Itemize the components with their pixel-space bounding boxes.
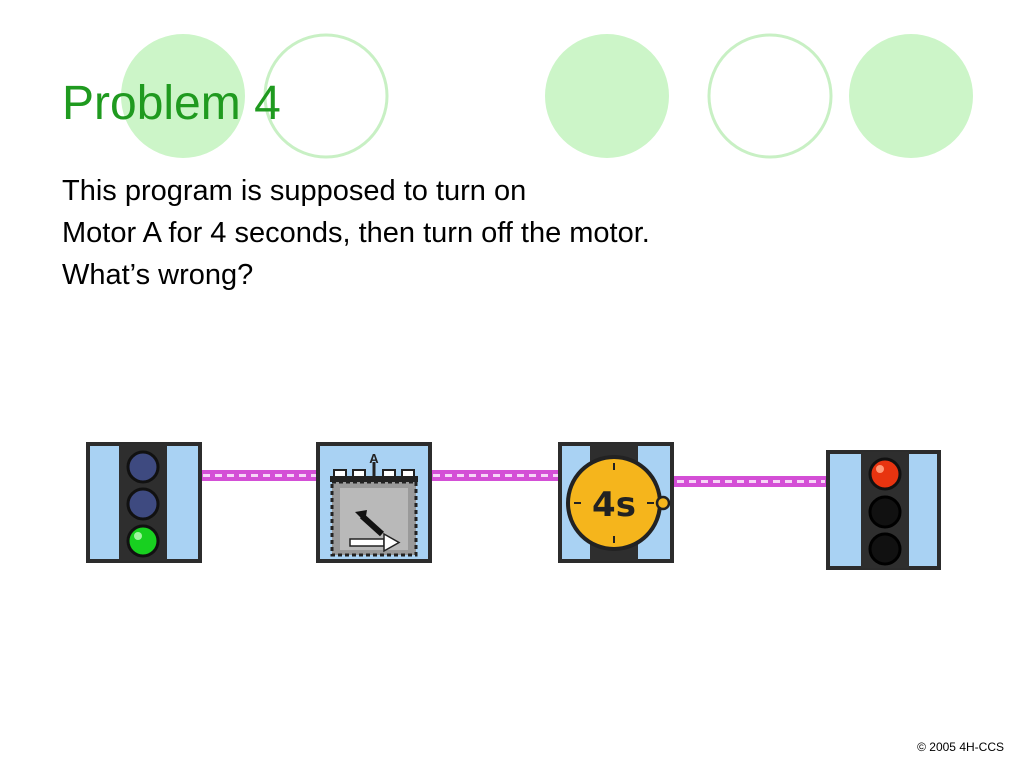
program-wire xyxy=(672,476,828,487)
motor-port-label: A xyxy=(369,451,379,466)
traffic-light-green-icon xyxy=(119,444,167,561)
decor-circle-filled xyxy=(849,34,973,158)
decor-circle-outline xyxy=(263,33,389,159)
slide-body: This program is supposed to turn on Moto… xyxy=(62,170,822,296)
motor-block[interactable]: A xyxy=(316,442,432,563)
motor-block-icon xyxy=(330,462,418,557)
decorative-circles xyxy=(121,33,973,159)
stopwatch-icon xyxy=(566,444,671,561)
traffic-light-red-icon xyxy=(861,452,909,568)
decor-circle-outline xyxy=(707,33,833,159)
body-line: This program is supposed to turn on xyxy=(62,175,527,207)
decor-circle-filled xyxy=(121,34,245,158)
body-line: What’s wrong? xyxy=(62,259,254,291)
program-wire xyxy=(200,470,320,481)
wait-time-label: 4s xyxy=(592,485,636,525)
copyright-footer: © 2005 4H-CCS xyxy=(917,740,1004,754)
decor-circle-filled xyxy=(545,34,669,158)
program-wire xyxy=(430,470,562,481)
start-block[interactable] xyxy=(86,442,202,563)
wait-block[interactable]: 4s xyxy=(558,442,674,563)
program-diagram: A 4s xyxy=(86,442,941,570)
stop-block[interactable] xyxy=(826,450,941,570)
body-line: Motor A for 4 seconds, then turn off the… xyxy=(62,217,650,249)
slide-title: Problem 4 xyxy=(62,77,281,130)
